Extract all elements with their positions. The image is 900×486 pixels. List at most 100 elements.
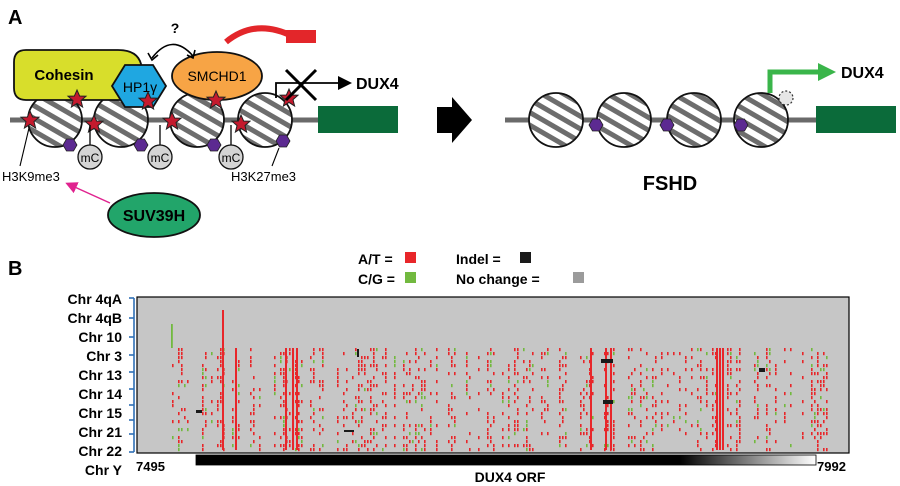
variant-at — [451, 396, 453, 400]
variant-at — [706, 368, 708, 372]
variant-at — [220, 440, 222, 444]
variant-at — [385, 348, 387, 352]
variant-at — [253, 440, 255, 444]
variant-at — [661, 368, 663, 372]
variant-at — [487, 444, 489, 448]
variant-at — [820, 384, 822, 388]
variant-at — [448, 408, 450, 412]
variant-at — [493, 444, 495, 448]
variant-at — [232, 436, 234, 440]
variant-at — [631, 436, 633, 440]
variant-cg — [769, 368, 771, 372]
activation-arrow-icon — [767, 69, 820, 93]
lost-mark-icon — [778, 90, 794, 106]
variant-at — [178, 356, 180, 360]
variant-at — [382, 372, 384, 376]
variant-cg — [424, 396, 426, 400]
variant-at — [343, 424, 345, 428]
variant-at — [757, 356, 759, 360]
variant-at — [826, 448, 828, 452]
variant-cg — [322, 444, 324, 448]
variant-at — [727, 368, 729, 372]
variant-at — [565, 444, 567, 448]
variant-at — [430, 432, 432, 436]
variant-at — [373, 360, 375, 364]
variant-at — [592, 352, 594, 356]
variant-at — [172, 420, 174, 424]
pink-arrow-icon — [65, 182, 111, 204]
variant-at — [313, 428, 315, 432]
variant-cg — [532, 364, 534, 368]
variant-at — [313, 448, 315, 452]
variant-at — [421, 436, 423, 440]
variant-cg — [628, 408, 630, 412]
variant-at — [217, 356, 219, 360]
variant-at — [448, 372, 450, 376]
variant-at — [502, 392, 504, 396]
variant-at — [586, 392, 588, 396]
variant-at — [727, 392, 729, 396]
variant-cg — [454, 424, 456, 428]
variant-at — [790, 348, 792, 352]
variant-at — [559, 376, 561, 380]
variant-at — [826, 364, 828, 368]
variant-at — [715, 356, 717, 360]
variant-cg — [313, 408, 315, 412]
variant-at — [565, 380, 567, 384]
variant-at — [526, 436, 528, 440]
variant-at — [706, 404, 708, 408]
variant-at — [337, 420, 339, 424]
variant-at — [205, 368, 207, 372]
variant-at — [421, 388, 423, 392]
variant-at — [526, 368, 528, 372]
variant-at — [346, 380, 348, 384]
variant-at — [691, 392, 693, 396]
variant-at — [403, 364, 405, 368]
variant-at — [358, 424, 360, 428]
variant-at — [436, 444, 438, 448]
variant-at — [295, 432, 297, 436]
variant-at — [451, 444, 453, 448]
variant-at — [655, 356, 657, 360]
variant-at — [565, 364, 567, 368]
variant-at — [253, 424, 255, 428]
variant-at — [451, 356, 453, 360]
variant-at — [559, 400, 561, 404]
variant-at — [454, 416, 456, 420]
variant-at — [301, 436, 303, 440]
variant-at — [250, 360, 252, 364]
variant-at — [712, 368, 714, 372]
variant-at — [559, 396, 561, 400]
variant-at — [817, 424, 819, 428]
dux4-label-right: DUX4 — [841, 65, 884, 82]
variant-at — [589, 372, 591, 376]
panel-b-label: B — [8, 258, 22, 280]
variant-at — [295, 364, 297, 368]
variant-at — [514, 400, 516, 404]
variant-at — [547, 408, 549, 412]
variant-cg — [730, 352, 732, 356]
variant-at — [517, 372, 519, 376]
variant-at — [202, 444, 204, 448]
axis-end: 7992 — [817, 459, 846, 474]
variant-at — [343, 392, 345, 396]
variant-at — [775, 372, 777, 376]
variant-at — [613, 388, 615, 392]
variant-at — [655, 360, 657, 364]
variant-at — [679, 404, 681, 408]
variant-at — [514, 360, 516, 364]
variant-at — [454, 364, 456, 368]
variant-cg — [565, 408, 567, 412]
variant-at — [517, 408, 519, 412]
variant-at — [544, 408, 546, 412]
variant-cg — [523, 428, 525, 432]
variant-at — [580, 432, 582, 436]
variant-at — [580, 412, 582, 416]
variant-at — [205, 420, 207, 424]
variant-cg — [490, 384, 492, 388]
variant-at — [313, 372, 315, 376]
variant-at — [448, 412, 450, 416]
variant-at — [178, 360, 180, 364]
variant-at — [604, 416, 606, 420]
variant-at — [679, 388, 681, 392]
